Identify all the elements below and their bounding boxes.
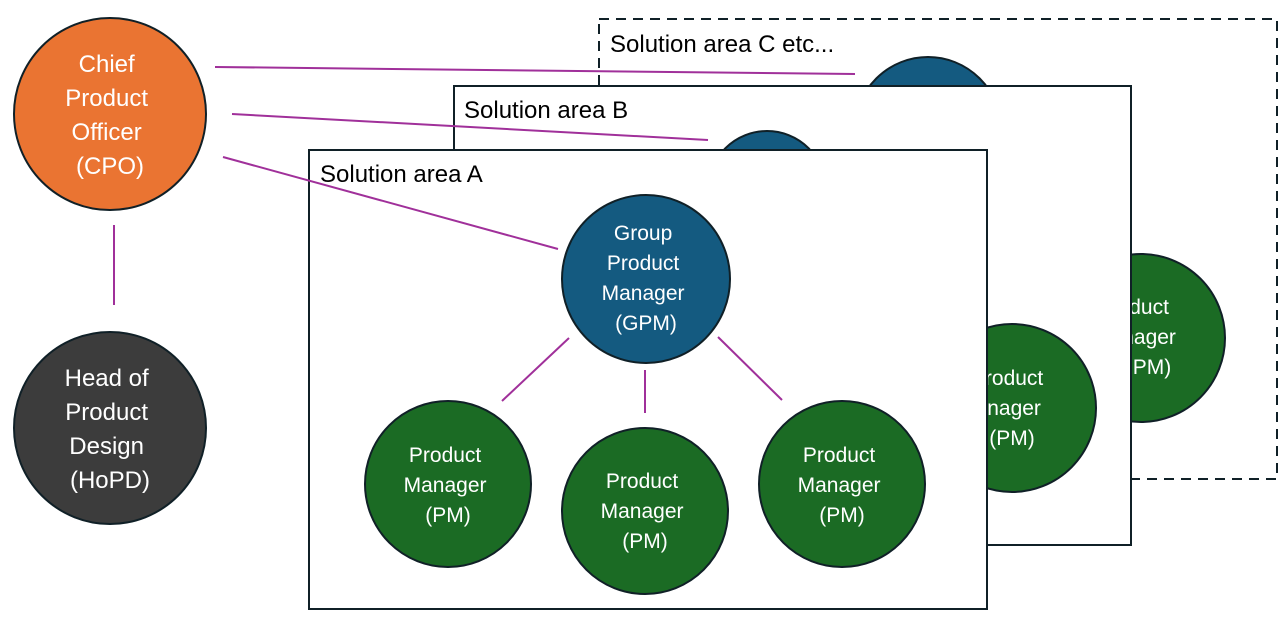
solution-area-c-pm-text: duct nager PM) — [1122, 296, 1182, 379]
connector-cpo-area-a — [222, 156, 559, 250]
connector-gpm-pm-left — [501, 337, 570, 402]
cpo-node — [13, 17, 207, 211]
pm-node-center — [561, 427, 729, 595]
solution-area-a: Solution area A Group Product Manager (G… — [308, 149, 988, 610]
gpm-node — [561, 194, 731, 364]
cpo-label: Chief Product Officer (CPO) — [65, 51, 154, 180]
pm-node-right — [758, 400, 926, 568]
connector-cpo-area-b — [231, 113, 709, 141]
solution-area-b-label: Solution area B — [464, 97, 628, 124]
pm-node-center-label: Product Manager (PM) — [601, 470, 690, 553]
hopd-label: Head of Product Design (HoPD) — [65, 365, 156, 494]
connector-gpm-pm-right — [717, 336, 783, 401]
solution-area-b-pm-text: roduct nager (PM) — [985, 367, 1049, 450]
pm-node-left-label: Product Manager (PM) — [404, 444, 493, 527]
pm-node-right-label: Product Manager (PM) — [798, 444, 887, 527]
pm-node-left — [364, 400, 532, 568]
hopd-node — [13, 331, 207, 525]
gpm-label: Group Product Manager (GPM) — [602, 222, 691, 335]
solution-area-c-label: Solution area C etc... — [610, 31, 834, 58]
connector-cpo-area-c — [214, 66, 856, 75]
solution-area-a-label: Solution area A — [320, 161, 483, 188]
